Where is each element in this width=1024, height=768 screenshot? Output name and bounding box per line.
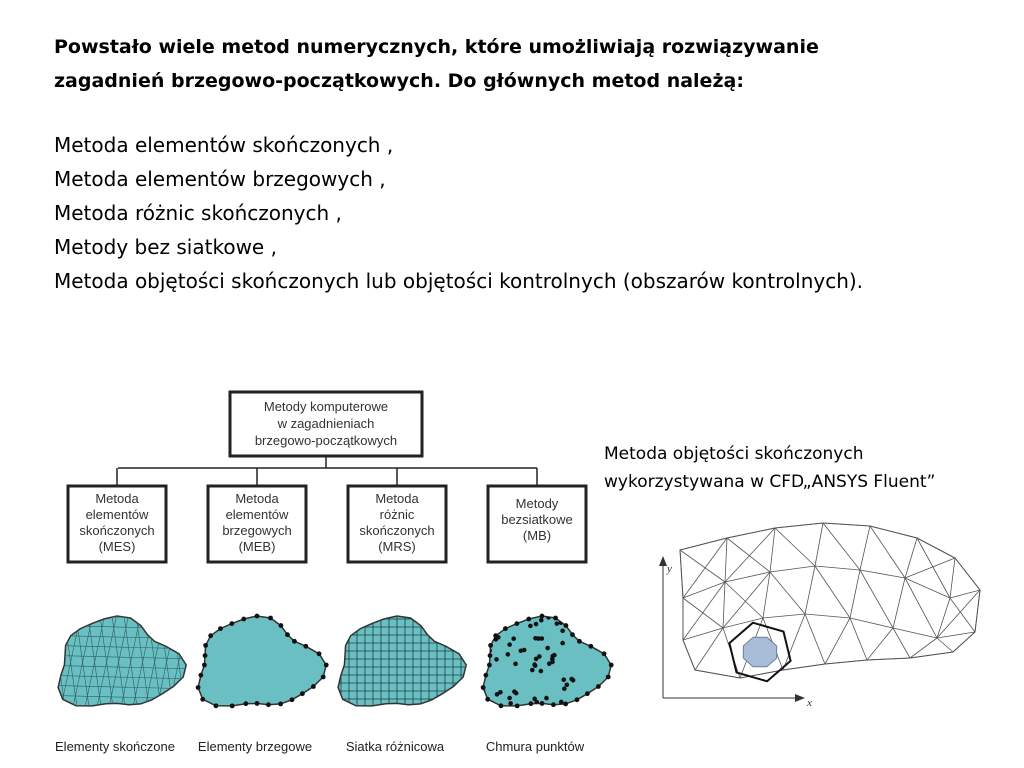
method-box-line: Metoda <box>95 491 139 506</box>
diagram-children: Metodaelementówskończonych(MES)Metodaele… <box>66 484 588 564</box>
control-volume-cell <box>742 636 778 668</box>
method-box-line: różnic <box>380 507 415 522</box>
method-box-line: elementów <box>86 507 149 522</box>
method-item-fem: Metoda elementów skończonych , <box>54 133 394 157</box>
fvm-caption: Metoda objętości skończonych wykorzystyw… <box>604 440 1014 496</box>
axis-y-label: y <box>666 563 672 575</box>
root-box-line: brzegowo-początkowych <box>255 433 397 448</box>
fvm-caption-line-2: wykorzystywana w CFD„ANSYS Fluent” <box>604 472 936 492</box>
fvm-triangular-mesh <box>679 522 981 683</box>
method-box-line: (MES) <box>99 539 136 554</box>
method-box-line: elementów <box>226 507 289 522</box>
domain-shape <box>337 615 468 707</box>
method-box-line: (MEB) <box>239 539 276 554</box>
shape-caption: Elementy brzegowe <box>198 739 312 754</box>
method-box-line: Metoda <box>375 491 419 506</box>
diagram-connectors <box>116 456 538 486</box>
method-box-line: skończonych <box>359 523 434 538</box>
method-box-line: skończonych <box>79 523 154 538</box>
diagram-captions: Elementy skończone Elementy brzegowe Siatk… <box>55 739 585 754</box>
fvm-axes: yx <box>659 556 812 709</box>
method-item-meshless: Metody bez siatkowe , <box>54 235 277 259</box>
intro-paragraph: Powstało wiele metod numerycznych, które… <box>54 30 954 98</box>
intro-line-2: zagadnień brzegowo-początkowych. Do głów… <box>54 70 744 92</box>
shape-caption: Elementy skończone <box>55 739 175 754</box>
diagram-shapes <box>57 613 614 709</box>
shape-caption: Chmura punktów <box>486 739 585 754</box>
shape-caption: Siatka różnicowa <box>346 739 445 754</box>
domain-shape <box>57 615 188 707</box>
fvm-caption-line-1: Metoda objętości skończonych <box>604 444 864 464</box>
method-box-line: bezsiatkowe <box>501 512 573 527</box>
fvm-mesh-figure: yx <box>659 522 981 709</box>
axis-x-label: x <box>806 697 812 709</box>
methods-list: Metoda elementów skończonych , Metoda el… <box>54 128 874 298</box>
control-volume-outline <box>728 621 792 683</box>
root-box-line: Metody komputerowe <box>264 399 388 414</box>
methods-diagram: Metody komputerowe w zagadnieniach brzegow… <box>55 390 614 754</box>
method-box-line: (MRS) <box>378 539 416 554</box>
method-box-line: Metoda <box>235 491 279 506</box>
intro-line-1: Powstało wiele metod numerycznych, które… <box>54 36 819 58</box>
method-box-line: (MB) <box>523 528 551 543</box>
root-box-line: w zagadnieniach <box>277 416 375 431</box>
diagram-root-box: Metody komputerowe w zagadnieniach brzegow… <box>228 390 424 458</box>
method-item-bem: Metoda elementów brzegowych , <box>54 167 386 191</box>
method-item-fvm: Metoda objętości skończonych lub objętoś… <box>54 269 864 293</box>
domain-shape <box>195 613 329 709</box>
domain-shape <box>480 613 614 709</box>
method-item-fdm: Metoda różnic skończonych , <box>54 201 342 225</box>
method-box-line: Metody <box>516 496 559 511</box>
method-box-line: brzegowych <box>222 523 291 538</box>
